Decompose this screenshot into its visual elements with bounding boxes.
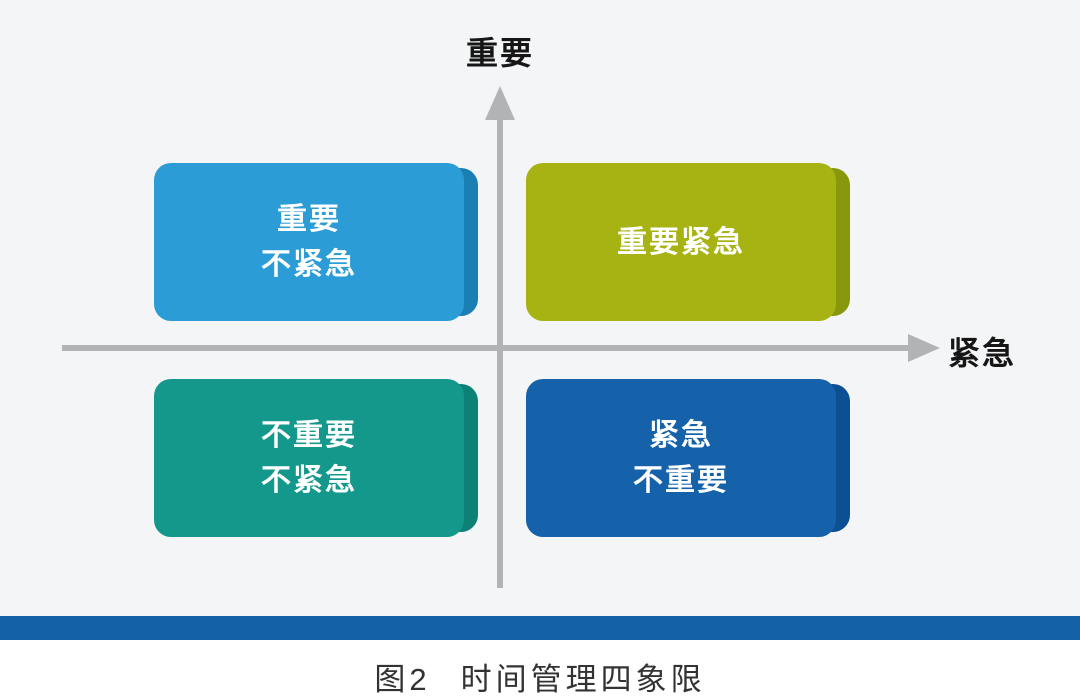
figure-caption: 图2 时间管理四象限 xyxy=(0,654,1080,699)
y-axis-label: 重要 xyxy=(465,35,534,71)
quadrant-important-not-urgent: 重要 不紧急 xyxy=(154,163,478,322)
x-axis-line xyxy=(62,345,910,351)
y-axis-line xyxy=(497,118,503,588)
figure-number: 图2 xyxy=(374,662,431,697)
x-axis-arrow-icon xyxy=(908,334,940,362)
quadrant-not-important-not-urgent: 不重要 不紧急 xyxy=(154,379,478,538)
quadrant-important-urgent: 重要紧急 xyxy=(526,163,850,322)
quadrant-label: 不重要 不紧急 xyxy=(154,379,464,537)
y-axis-arrow-icon xyxy=(485,86,515,120)
quadrant-label: 紧急 不重要 xyxy=(526,379,836,537)
quadrant-label: 重要 不紧急 xyxy=(154,163,464,321)
quadrant-urgent-not-important: 紧急 不重要 xyxy=(526,379,850,538)
figure-title: 时间管理四象限 xyxy=(460,662,706,697)
x-axis-label: 紧急 xyxy=(948,335,1017,371)
caption-area: 图2 时间管理四象限 xyxy=(0,640,1080,699)
bottom-divider-bar xyxy=(0,616,1080,640)
quadrant-label: 重要紧急 xyxy=(526,163,836,321)
